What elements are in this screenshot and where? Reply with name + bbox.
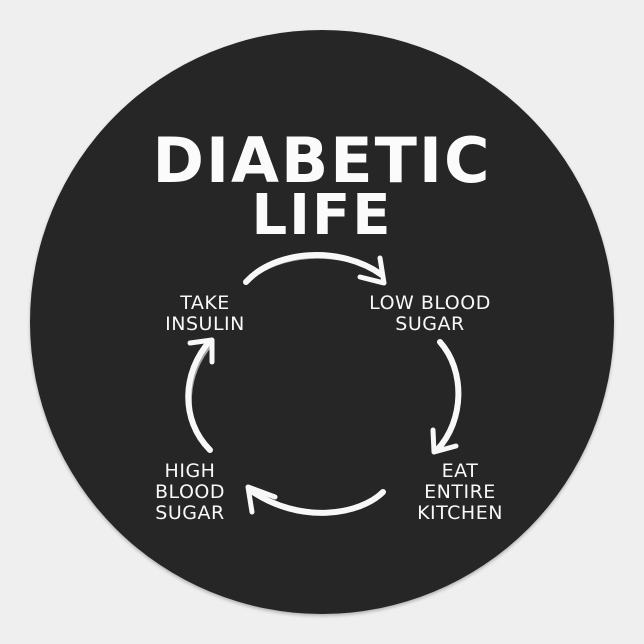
step-low-blood-sugar: LOW BLOOD SUGAR: [369, 292, 491, 335]
title-line-1: DIABETIC: [152, 124, 492, 197]
step-eat-entire-kitchen: EAT ENTIRE KITCHEN: [417, 460, 503, 524]
arrow-bottom-icon: [245, 484, 386, 516]
arrow-right-icon: [430, 339, 462, 455]
arrow-left-icon: [185, 337, 215, 453]
step-high-blood-sugar: HIGH BLOOD SUGAR: [155, 460, 225, 524]
sticker-circle: [30, 30, 614, 614]
arrow-top-icon: [243, 252, 387, 286]
step-take-insulin: TAKE INSULIN: [165, 292, 245, 335]
title-line-2: LIFE: [251, 183, 393, 248]
